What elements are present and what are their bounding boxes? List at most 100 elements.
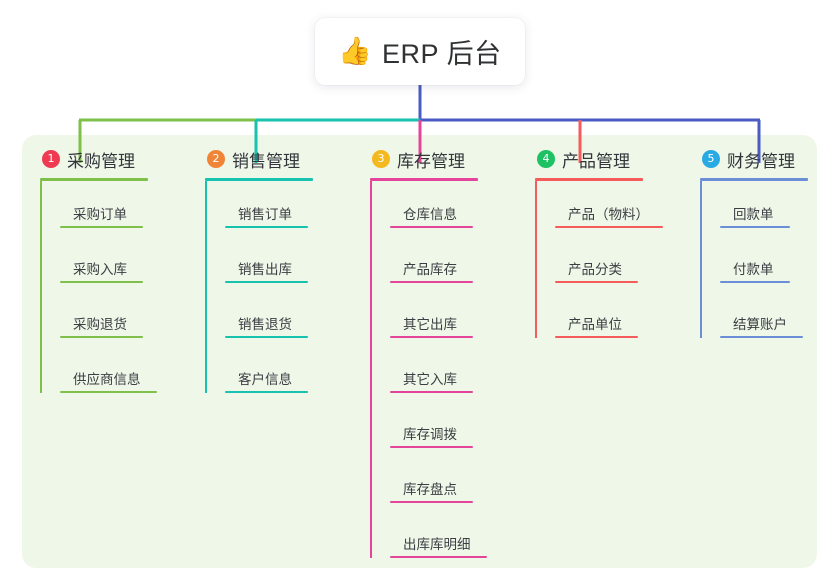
diagram-panel — [22, 135, 817, 568]
leaf-node[interactable]: 客户信息 — [225, 346, 313, 401]
branch-children-3: 仓库信息产品库存其它出库其它入库库存调拨库存盘点出库库明细 — [370, 181, 487, 566]
leaf-node-underline — [720, 281, 790, 283]
leaf-node[interactable]: 结算账户 — [720, 291, 808, 346]
leaf-node[interactable]: 产品单位 — [555, 291, 643, 346]
branch-underline-2 — [205, 178, 313, 181]
branch-label-2: 销售管理 — [232, 151, 300, 171]
leaf-node[interactable]: 销售订单 — [225, 181, 313, 236]
leaf-node-underline — [390, 556, 487, 558]
leaf-node-label: 回款单 — [733, 207, 774, 222]
leaf-node-underline — [225, 281, 308, 283]
leaf-node-underline — [720, 226, 790, 228]
leaf-node[interactable]: 库存盘点 — [390, 456, 478, 511]
branch-trunk-2 — [205, 181, 207, 393]
leaf-node[interactable]: 出库库明细 — [390, 511, 487, 566]
leaf-node[interactable]: 库存调拨 — [390, 401, 478, 456]
branch-trunk-4 — [535, 181, 537, 338]
leaf-node-underline — [60, 391, 157, 393]
leaf-node-label: 产品（物料） — [568, 207, 649, 222]
leaf-node-label: 采购订单 — [73, 207, 127, 222]
branch-badge-2: 2 — [207, 150, 225, 168]
leaf-node-label: 供应商信息 — [73, 372, 141, 387]
leaf-node-label: 其它入库 — [403, 372, 457, 387]
branch-underline-5 — [700, 178, 808, 181]
leaf-node[interactable]: 产品分类 — [555, 236, 643, 291]
leaf-node[interactable]: 其它入库 — [390, 346, 478, 401]
leaf-node[interactable]: 采购订单 — [60, 181, 148, 236]
leaf-node-underline — [390, 226, 473, 228]
branch-2[interactable]: 2 销售管理销售订单销售出库销售退货客户信息 — [205, 146, 313, 401]
branch-underline-4 — [535, 178, 643, 181]
leaf-node-label: 付款单 — [733, 262, 774, 277]
branch-children-5: 回款单付款单结算账户 — [700, 181, 808, 346]
branch-header-1[interactable]: 1 采购管理 — [40, 146, 148, 172]
branch-children-4: 产品（物料） 产品分类产品单位 — [535, 181, 663, 346]
leaf-node-underline — [720, 336, 803, 338]
branch-badge-3: 3 — [372, 150, 390, 168]
leaf-node-underline — [225, 226, 308, 228]
leaf-node-underline — [390, 336, 473, 338]
leaf-node-label: 仓库信息 — [403, 207, 457, 222]
leaf-node[interactable]: 仓库信息 — [390, 181, 478, 236]
leaf-node-label: 采购退货 — [73, 317, 127, 332]
leaf-node-underline — [60, 226, 143, 228]
leaf-node-label: 销售出库 — [238, 262, 292, 277]
leaf-node-label: 结算账户 — [733, 317, 787, 332]
leaf-node-label: 客户信息 — [238, 372, 292, 387]
branch-1[interactable]: 1 采购管理采购订单采购入库采购退货供应商信息 — [40, 146, 157, 401]
branch-trunk-1 — [40, 181, 42, 393]
branch-label-4: 产品管理 — [562, 151, 630, 171]
branch-underline-3 — [370, 178, 478, 181]
leaf-node-label: 产品单位 — [568, 317, 622, 332]
branch-trunk-5 — [700, 181, 702, 338]
leaf-node[interactable]: 其它出库 — [390, 291, 478, 346]
branch-underline-1 — [40, 178, 148, 181]
leaf-node-underline — [390, 391, 473, 393]
leaf-node[interactable]: 回款单 — [720, 181, 808, 236]
leaf-node-label: 出库库明细 — [403, 537, 471, 552]
leaf-node-underline — [390, 281, 473, 283]
branch-badge-4: 4 — [537, 150, 555, 168]
branch-4[interactable]: 4 产品管理产品（物料） 产品分类产品单位 — [535, 146, 663, 346]
leaf-node[interactable]: 产品库存 — [390, 236, 478, 291]
leaf-node[interactable]: 销售出库 — [225, 236, 313, 291]
leaf-node-label: 产品库存 — [403, 262, 457, 277]
leaf-node-underline — [225, 391, 308, 393]
leaf-node-label: 销售订单 — [238, 207, 292, 222]
leaf-node[interactable]: 销售退货 — [225, 291, 313, 346]
leaf-node-underline — [555, 281, 638, 283]
branch-label-5: 财务管理 — [727, 151, 795, 171]
leaf-node-underline — [60, 281, 143, 283]
branch-header-5[interactable]: 5 财务管理 — [700, 146, 808, 172]
branch-header-4[interactable]: 4 产品管理 — [535, 146, 643, 172]
root-node-title: ERP 后台 — [382, 39, 502, 69]
thumbs-up-icon: 👍 — [338, 36, 373, 66]
leaf-node-underline — [60, 336, 143, 338]
leaf-node-label: 产品分类 — [568, 262, 622, 277]
leaf-node-label: 其它出库 — [403, 317, 457, 332]
branch-label-1: 采购管理 — [67, 151, 135, 171]
root-node[interactable]: 👍 ERP 后台 — [315, 18, 525, 85]
branch-5[interactable]: 5 财务管理回款单付款单结算账户 — [700, 146, 808, 346]
branch-header-2[interactable]: 2 销售管理 — [205, 146, 313, 172]
leaf-node[interactable]: 采购入库 — [60, 236, 148, 291]
leaf-node-label: 采购入库 — [73, 262, 127, 277]
leaf-node-label: 库存盘点 — [403, 482, 457, 497]
branch-children-1: 采购订单采购入库采购退货供应商信息 — [40, 181, 157, 401]
leaf-node[interactable]: 采购退货 — [60, 291, 148, 346]
leaf-node-underline — [390, 501, 473, 503]
branch-badge-1: 1 — [42, 150, 60, 168]
branch-badge-5: 5 — [702, 150, 720, 168]
leaf-node[interactable]: 付款单 — [720, 236, 808, 291]
leaf-node-underline — [555, 226, 663, 228]
leaf-node-label: 库存调拨 — [403, 427, 457, 442]
branch-trunk-3 — [370, 181, 372, 558]
leaf-node-underline — [555, 336, 638, 338]
leaf-node[interactable]: 产品（物料） — [555, 181, 663, 236]
leaf-node-label: 销售退货 — [238, 317, 292, 332]
leaf-node-underline — [225, 336, 308, 338]
leaf-node[interactable]: 供应商信息 — [60, 346, 157, 401]
